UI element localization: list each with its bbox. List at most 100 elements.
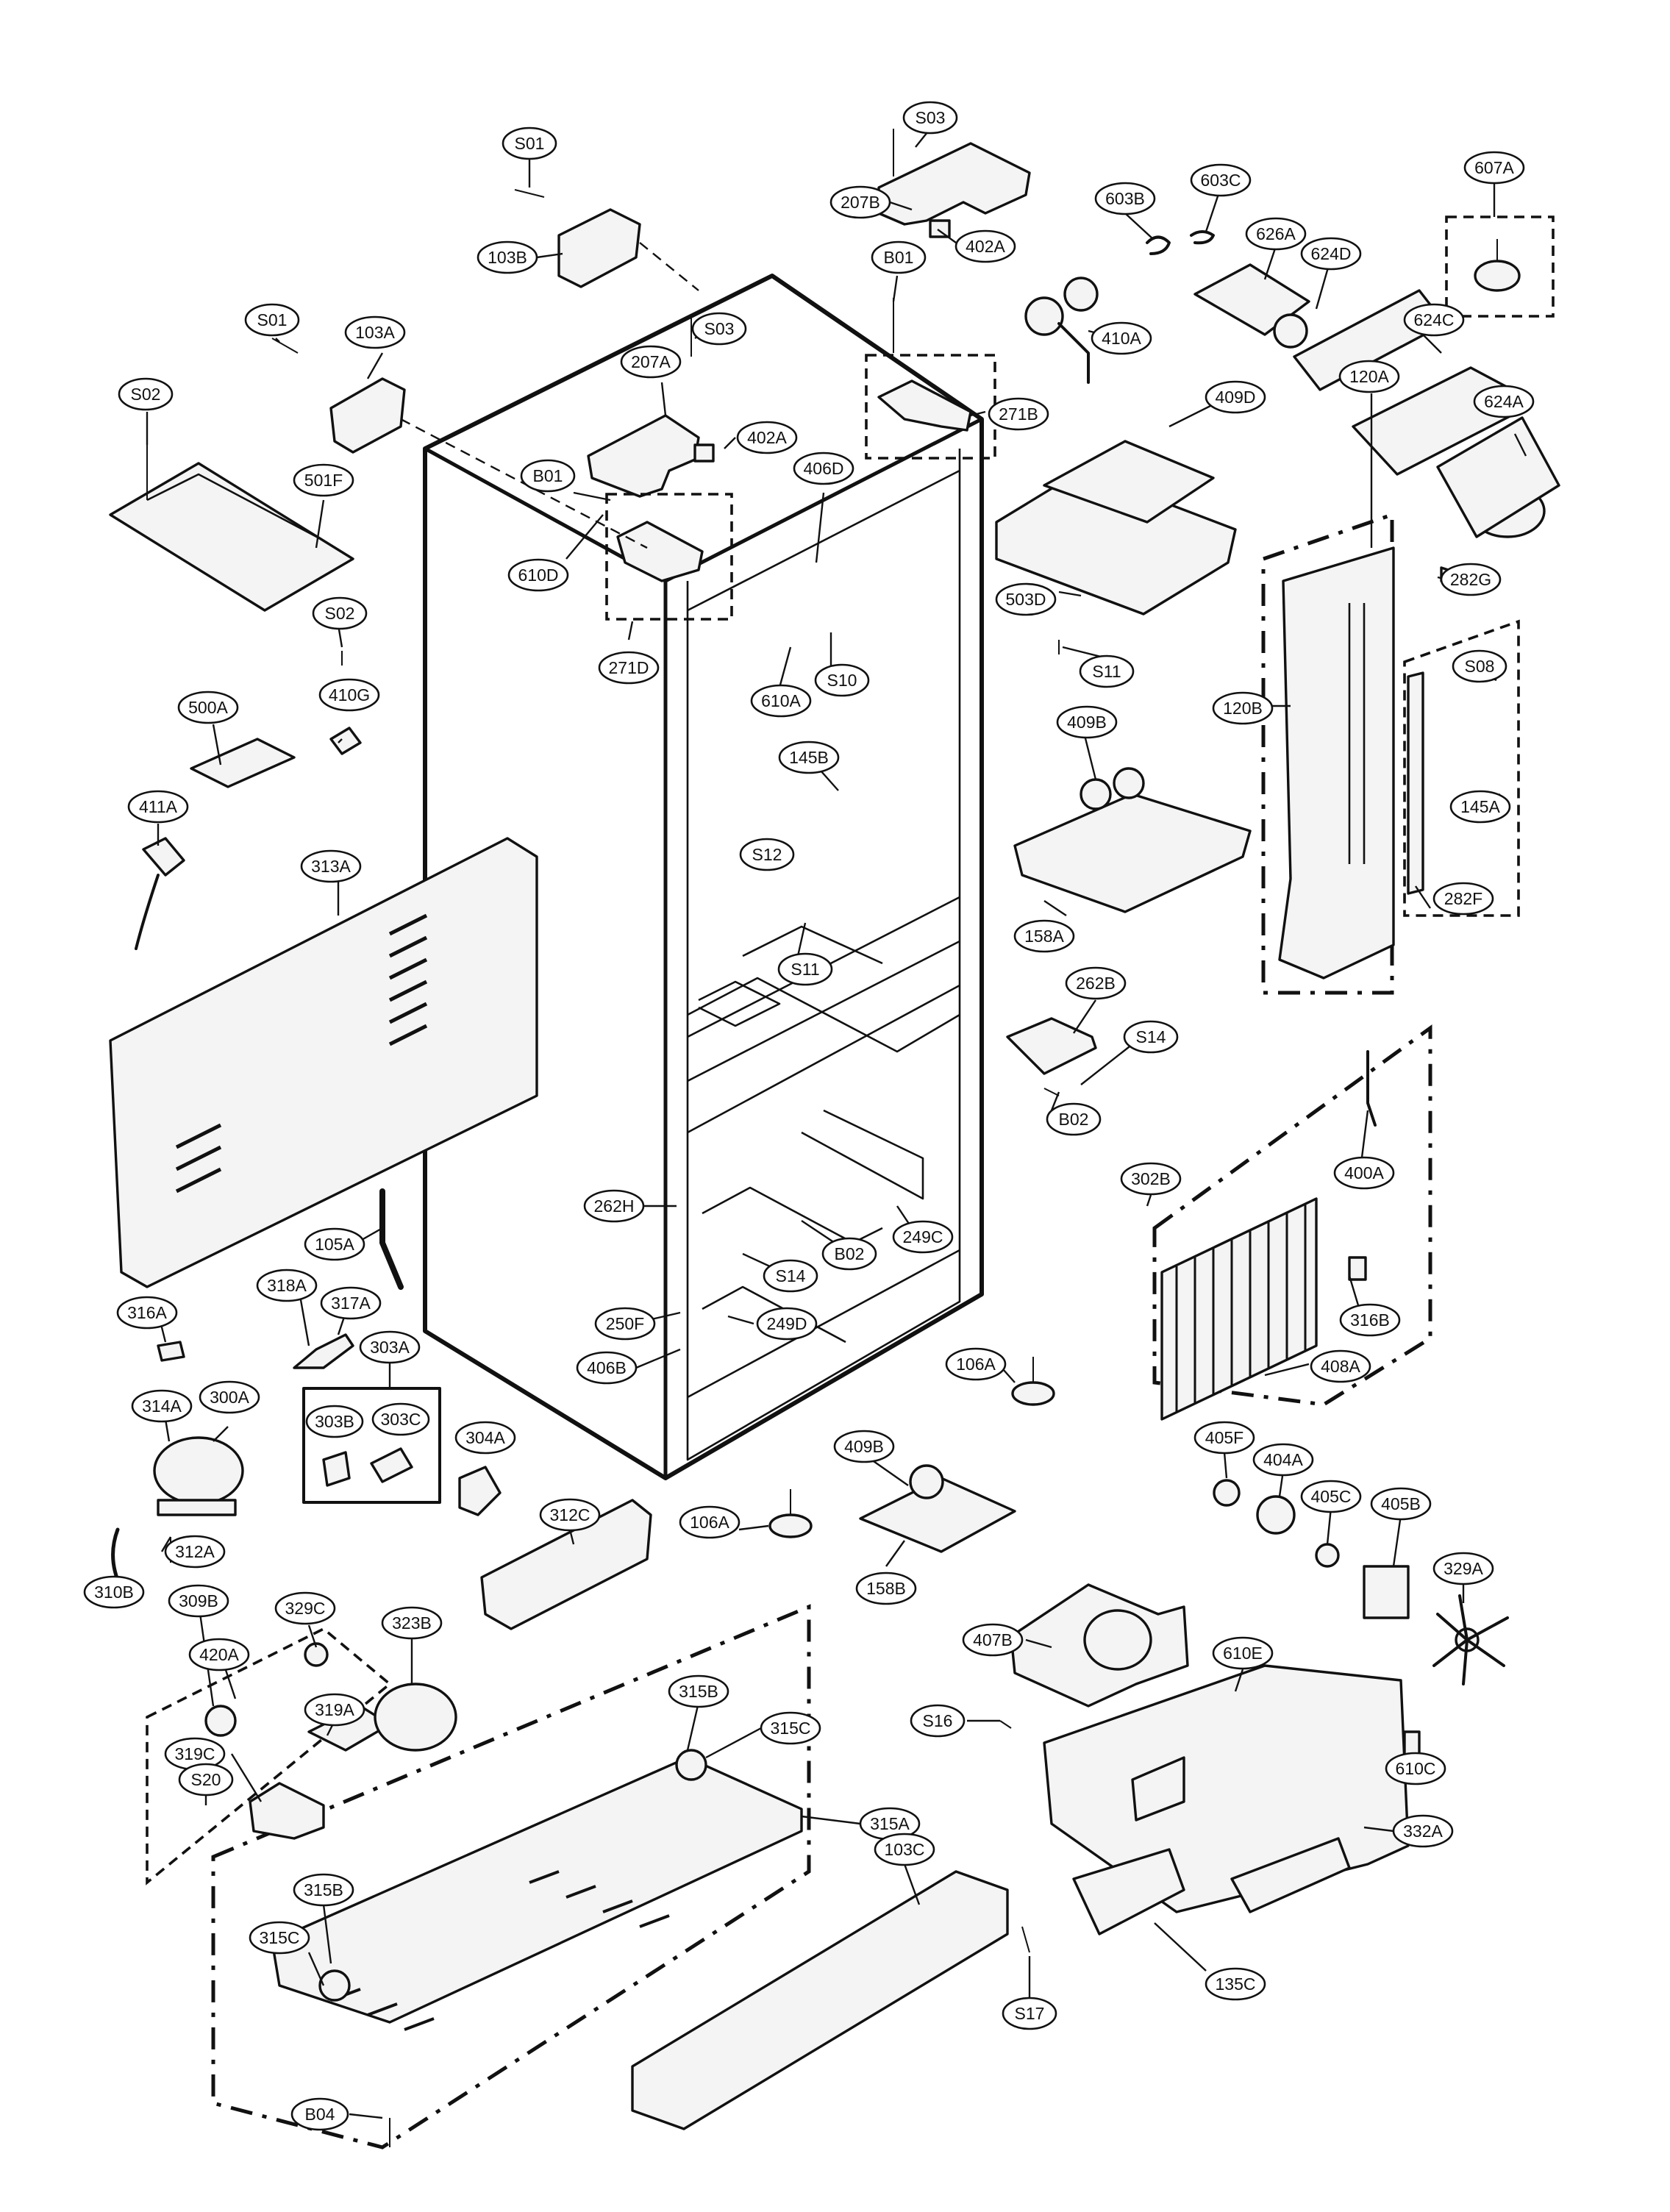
svg-text:249C: 249C — [903, 1227, 943, 1246]
lamp-cover-158A — [1013, 767, 1252, 913]
label-316A: 316A — [116, 1296, 178, 1330]
svg-text:B01: B01 — [533, 466, 563, 485]
label-410G: 410G — [318, 678, 380, 712]
label-158A: 158A — [1013, 919, 1075, 953]
label-610C: 610C — [1385, 1752, 1446, 1785]
label-603C: 603C — [1190, 163, 1252, 197]
svg-text:S11: S11 — [791, 960, 819, 979]
svg-text:406B: 406B — [587, 1358, 627, 1377]
label-S01-left: S01 — [244, 303, 300, 337]
power-cord-411A — [135, 837, 185, 950]
svg-text:S10: S10 — [827, 671, 857, 690]
svg-text:120B: 120B — [1223, 699, 1263, 718]
svg-text:145A: 145A — [1460, 797, 1500, 816]
svg-text:135C: 135C — [1216, 1974, 1256, 1994]
label-303B: 303B — [305, 1405, 364, 1438]
label-329A: 329A — [1432, 1552, 1494, 1585]
label-405B: 405B — [1370, 1487, 1432, 1521]
svg-text:271D: 271D — [609, 658, 649, 677]
label-410A: 410A — [1091, 321, 1152, 355]
label-S08: S08 — [1452, 649, 1507, 683]
svg-text:303B: 303B — [315, 1412, 354, 1431]
label-319C: 319C — [164, 1737, 226, 1771]
label-610E: 610E — [1212, 1636, 1274, 1670]
label-624A: 624A — [1473, 385, 1535, 418]
label-309B: 309B — [168, 1584, 229, 1618]
cover-103B — [514, 189, 699, 291]
condenser-323B — [374, 1683, 457, 1752]
svg-text:303C: 303C — [381, 1410, 421, 1429]
svg-text:S14: S14 — [1136, 1027, 1166, 1046]
label-402A-top: 402A — [954, 229, 1016, 263]
label-409D: 409D — [1205, 380, 1266, 414]
label-420A: 420A — [188, 1638, 250, 1672]
label-312C: 312C — [539, 1498, 601, 1532]
label-282F: 282F — [1432, 882, 1494, 916]
svg-text:610C: 610C — [1396, 1759, 1436, 1778]
label-405C: 405C — [1300, 1480, 1362, 1513]
svg-text:624D: 624D — [1311, 244, 1352, 263]
label-103A: 103A — [344, 315, 406, 349]
label-249C: 249C — [892, 1220, 954, 1254]
svg-text:312A: 312A — [175, 1542, 215, 1561]
label-135C: 135C — [1205, 1967, 1266, 2001]
svg-text:319C: 319C — [175, 1744, 215, 1763]
svg-text:405F: 405F — [1205, 1428, 1243, 1447]
label-500A: 500A — [177, 691, 239, 724]
label-314A: 314A — [131, 1389, 193, 1423]
svg-text:603B: 603B — [1105, 189, 1145, 208]
label-106A-left: 106A — [679, 1505, 741, 1539]
label-315A: 315A — [859, 1807, 921, 1841]
label-400A: 400A — [1333, 1156, 1395, 1190]
svg-text:249D: 249D — [767, 1314, 807, 1333]
label-271D: 271D — [598, 651, 660, 685]
svg-text:S08: S08 — [1465, 657, 1495, 676]
svg-text:315C: 315C — [771, 1719, 811, 1738]
svg-text:S01: S01 — [257, 310, 288, 329]
label-262B: 262B — [1065, 966, 1127, 1000]
label-B04: B04 — [290, 2097, 349, 2131]
label-103B: 103B — [477, 240, 538, 274]
label-S14-right: S14 — [1123, 1020, 1179, 1054]
svg-text:S11: S11 — [1092, 662, 1121, 681]
svg-text:315C: 315C — [260, 1928, 300, 1947]
base-plate-315A — [211, 1604, 811, 2149]
svg-text:309B: 309B — [179, 1591, 218, 1610]
svg-text:158B: 158B — [866, 1579, 906, 1598]
label-409B-bottom: 409B — [833, 1430, 895, 1463]
label-603B: 603B — [1094, 182, 1156, 215]
svg-text:501F: 501F — [304, 471, 343, 490]
label-262H: 262H — [583, 1189, 645, 1223]
svg-text:610E: 610E — [1223, 1644, 1263, 1663]
label-145A: 145A — [1449, 790, 1511, 824]
svg-text:S12: S12 — [752, 845, 782, 864]
pcb-500A — [190, 738, 296, 788]
svg-text:314A: 314A — [142, 1396, 182, 1416]
svg-text:408A: 408A — [1321, 1357, 1360, 1376]
label-332A: 332A — [1392, 1814, 1454, 1848]
label-249D: 249D — [756, 1307, 818, 1341]
svg-text:316B: 316B — [1350, 1310, 1390, 1330]
label-B02-mid: B02 — [821, 1237, 877, 1271]
svg-text:103C: 103C — [885, 1840, 925, 1859]
screws-S16 — [999, 1720, 1012, 1729]
tray-103C — [631, 1870, 1030, 2130]
svg-text:207A: 207A — [631, 352, 671, 371]
svg-text:282G: 282G — [1450, 570, 1491, 589]
svg-text:313A: 313A — [311, 857, 351, 876]
label-250F: 250F — [594, 1307, 656, 1341]
svg-text:310B: 310B — [94, 1583, 134, 1602]
svg-text:105A: 105A — [315, 1235, 354, 1254]
svg-text:145B: 145B — [789, 748, 829, 767]
label-315B-bottom: 315B — [293, 1873, 354, 1907]
label-120A: 120A — [1338, 360, 1400, 393]
svg-text:402A: 402A — [747, 428, 787, 447]
duct-120A — [1261, 512, 1461, 995]
svg-text:282F: 282F — [1444, 889, 1482, 908]
part-318A-317A — [293, 1333, 354, 1369]
svg-text:S20: S20 — [191, 1770, 221, 1789]
fan-motor-404A-405F-405C-405B — [1213, 1479, 1410, 1619]
label-S11-top: S11 — [1079, 654, 1135, 688]
label-315C-top: 315C — [760, 1711, 821, 1745]
label-S12: S12 — [739, 838, 795, 871]
